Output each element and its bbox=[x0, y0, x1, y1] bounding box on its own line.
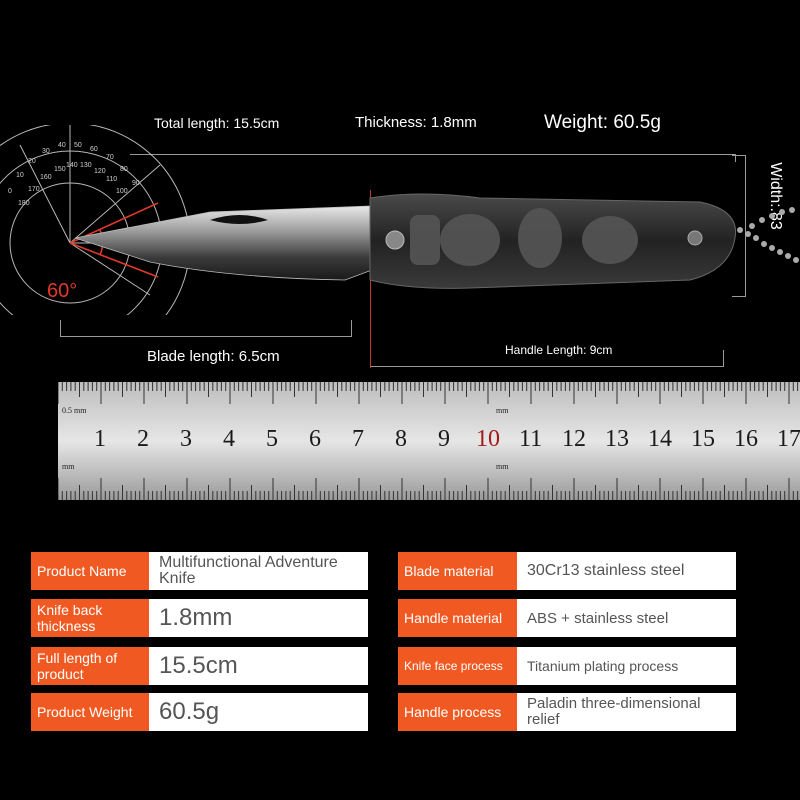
total-length-line bbox=[130, 154, 736, 155]
ruler-unit-mm-mid2: mm bbox=[496, 462, 509, 471]
spec-row-full-length: Full length of product 15.5cm bbox=[31, 647, 368, 685]
protractor-label-50: 50 bbox=[74, 142, 82, 149]
total-length-tick-right bbox=[735, 154, 736, 162]
spec-row-product-name: Product Name Multifunctional Adventure K… bbox=[31, 552, 368, 590]
spec-key-product-weight: Product Weight bbox=[31, 693, 149, 731]
ruler-number: 2 bbox=[137, 426, 149, 452]
width-tick-bottom bbox=[732, 296, 746, 297]
protractor-label-60: 60 bbox=[90, 146, 98, 153]
ruler-number: 10 bbox=[476, 426, 500, 452]
spec-value-back-thickness: 1.8mm bbox=[149, 599, 368, 637]
total-length-label: Total length: 15.5cm bbox=[154, 115, 280, 131]
ruler-unit-mm-left: mm bbox=[62, 462, 75, 471]
spec-row-face-process: Knife face process Titanium plating proc… bbox=[398, 647, 736, 685]
ruler-number: 8 bbox=[395, 426, 407, 452]
protractor-label-170: 170 bbox=[28, 186, 40, 193]
blade-length-tick-right bbox=[351, 320, 352, 336]
protractor-label-40: 40 bbox=[58, 142, 66, 149]
width-line bbox=[745, 155, 746, 297]
spec-key-product-name: Product Name bbox=[31, 552, 149, 590]
protractor-label-100: 100 bbox=[116, 188, 128, 195]
protractor-label-120: 120 bbox=[94, 168, 106, 175]
thickness-label: Thickness: 1.8mm bbox=[355, 114, 477, 131]
spec-key-handle-material: Handle material bbox=[398, 599, 517, 637]
spec-value-product-name: Multifunctional Adventure Knife bbox=[149, 552, 368, 590]
protractor-label-70: 70 bbox=[106, 154, 114, 161]
blade-length-tick-left bbox=[60, 320, 61, 336]
protractor-label-130: 130 bbox=[80, 162, 92, 169]
ruler-number: 14 bbox=[648, 426, 672, 452]
ruler-number: 17 bbox=[777, 426, 800, 452]
ruler-number: 16 bbox=[734, 426, 758, 452]
protractor-label-150: 150 bbox=[54, 166, 66, 173]
ruler-number: 15 bbox=[691, 426, 715, 452]
ruler-number: 11 bbox=[519, 426, 543, 452]
spec-row-product-weight: Product Weight 60.5g bbox=[31, 693, 368, 731]
protractor-label-110: 110 bbox=[106, 176, 117, 183]
ruler-number: 5 bbox=[266, 426, 278, 452]
ruler-number: 3 bbox=[180, 426, 192, 452]
protractor-label-90: 90 bbox=[132, 180, 140, 187]
ruler-number: 12 bbox=[562, 426, 586, 452]
protractor-label-10: 10 bbox=[16, 172, 24, 179]
spec-value-handle-material: ABS + stainless steel bbox=[517, 599, 736, 637]
protractor-label-140: 140 bbox=[66, 162, 78, 169]
protractor-label-0: 0 bbox=[8, 188, 12, 195]
spec-key-face-process: Knife face process bbox=[398, 647, 517, 685]
handle-length-tick-right bbox=[723, 350, 724, 366]
protractor-label-20: 20 bbox=[28, 158, 36, 165]
spec-row-blade-material: Blade material 30Cr13 stainless steel bbox=[398, 552, 736, 590]
ruler-number: 9 bbox=[438, 426, 450, 452]
spec-row-handle-process: Handle process Paladin three-dimensional… bbox=[398, 693, 736, 731]
protractor-label-80: 80 bbox=[120, 166, 128, 173]
ruler-unit-mm-mid: mm bbox=[496, 406, 509, 415]
blade-length-label: Blade length: 6.5cm bbox=[147, 348, 280, 365]
handle-length-line bbox=[370, 366, 724, 367]
spec-value-face-process: Titanium plating process bbox=[517, 647, 736, 685]
spec-value-product-weight: 60.5g bbox=[149, 693, 368, 731]
ruler-number: 13 bbox=[605, 426, 629, 452]
spec-value-blade-material: 30Cr13 stainless steel bbox=[517, 552, 736, 590]
knife-image bbox=[74, 193, 799, 289]
handle-length-label: Handle Length: 9cm bbox=[505, 343, 613, 357]
spec-key-full-length: Full length of product bbox=[31, 647, 149, 685]
ruler-unit-left: 0.5 mm bbox=[62, 406, 87, 415]
spec-row-back-thickness: Knife back thickness 1.8mm bbox=[31, 599, 368, 637]
weight-label: Weight: 60.5g bbox=[544, 112, 661, 133]
spec-key-blade-material: Blade material bbox=[398, 552, 517, 590]
angle-label: 60° bbox=[47, 280, 78, 302]
ruler-number: 1 bbox=[94, 426, 106, 452]
spec-value-handle-process: Paladin three-dimensional relief bbox=[517, 693, 736, 731]
spec-value-full-length: 15.5cm bbox=[149, 647, 368, 685]
protractor-label-30: 30 bbox=[42, 148, 50, 155]
protractor-label-180: 180 bbox=[18, 200, 30, 207]
protractor-label-160: 160 bbox=[40, 174, 52, 181]
ruler-number: 7 bbox=[352, 426, 364, 452]
width-tick-top bbox=[732, 155, 746, 156]
spec-key-handle-process: Handle process bbox=[398, 693, 517, 731]
blade-length-line bbox=[60, 336, 352, 337]
ruler-number: 4 bbox=[223, 426, 235, 452]
spec-key-back-thickness: Knife back thickness bbox=[31, 599, 149, 637]
ruler-number: 6 bbox=[309, 426, 321, 452]
spec-row-handle-material: Handle material ABS + stainless steel bbox=[398, 599, 736, 637]
